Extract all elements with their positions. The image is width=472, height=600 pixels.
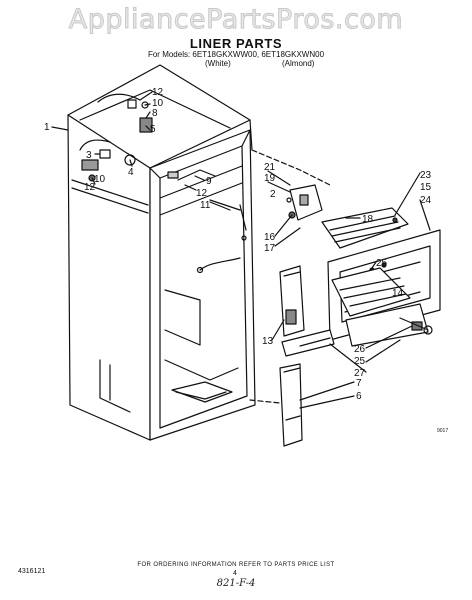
callout-18: 18	[362, 214, 374, 225]
callout-25-top: 25	[376, 258, 388, 269]
callout-1: 1	[44, 122, 50, 133]
callout-24: 24	[420, 195, 432, 206]
watermark: AppliancePartsPros.com	[68, 4, 404, 36]
callout-17: 17	[264, 243, 276, 254]
callout-27: 27	[354, 368, 366, 379]
ordering-note: FOR ORDERING INFORMATION REFER TO PARTS …	[137, 562, 335, 568]
callout-13: 13	[262, 336, 274, 347]
callout-10-left: 10	[94, 174, 106, 185]
part-number: 4316121	[18, 568, 46, 575]
callout-26: 26	[354, 344, 366, 355]
callout-25-bottom: 25	[354, 356, 366, 367]
models-line: For Models: 6ET18GKXWW00, 6ET18GKXWN00	[147, 50, 325, 59]
callout-5: 5	[150, 124, 156, 135]
page-title: LINER PARTS	[189, 36, 283, 51]
diagram-code: 9017	[437, 428, 449, 434]
variant-white: (White)	[205, 59, 231, 68]
callout-2: 2	[270, 189, 276, 200]
page-number: 4	[233, 570, 237, 577]
callout-10-top: 10	[152, 98, 164, 109]
callout-7: 7	[356, 378, 362, 389]
callout-15: 15	[420, 182, 432, 193]
callout-12-top: 12	[152, 87, 164, 98]
callout-11: 11	[200, 200, 211, 211]
callout-12-left: 12	[84, 182, 96, 193]
callout-8: 8	[152, 108, 158, 119]
callout-6: 6	[356, 391, 362, 402]
variant-almond: (Almond)	[282, 59, 315, 68]
callout-16: 16	[264, 232, 276, 243]
callout-3: 3	[86, 150, 92, 161]
callout-21: 21	[264, 162, 276, 173]
callout-9: 9	[206, 176, 212, 187]
callout-23: 23	[420, 170, 432, 181]
callout-14: 14	[392, 288, 404, 299]
callout-4: 4	[128, 167, 134, 178]
handwritten-note: 821-F-4	[216, 578, 256, 589]
callout-19: 19	[264, 173, 276, 184]
callout-12-mid: 12	[196, 188, 208, 199]
